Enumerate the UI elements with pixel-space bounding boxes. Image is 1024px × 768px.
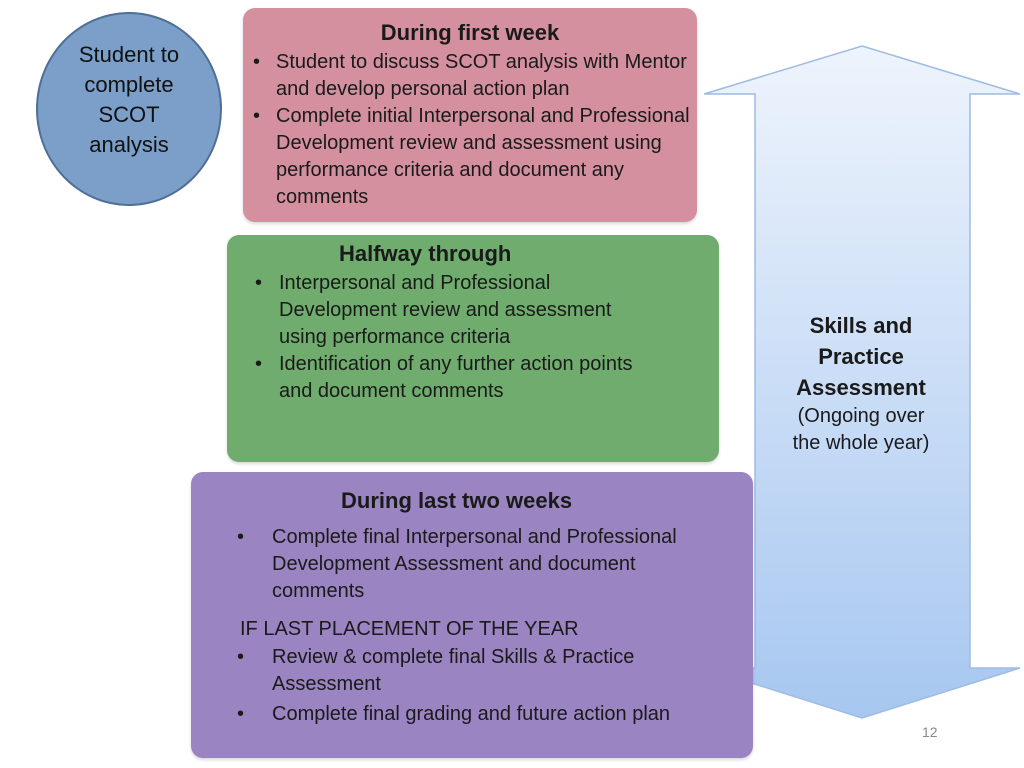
list-item: •Complete initial Interpersonal and Prof… <box>253 105 690 208</box>
bullet-icon: • <box>237 646 245 668</box>
circle-label: Student to complete SCOT analysis <box>78 42 180 157</box>
last-weeks-list: •Complete final Interpersonal and Profes… <box>237 524 707 608</box>
scot-analysis-circle: Student to complete SCOT analysis <box>36 12 222 206</box>
first-week-list: •Student to discuss SCOT analysis with M… <box>253 49 693 211</box>
arrow-label: Skills and Practice Assessment (Ongoing … <box>778 310 944 457</box>
first-week-box: During first week •Student to discuss SC… <box>243 8 697 222</box>
last-weeks-title: During last two weeks <box>341 488 573 513</box>
list-item: •Review & complete final Skills & Practi… <box>237 646 635 695</box>
last-weeks-box: During last two weeks •Complete final In… <box>191 472 753 758</box>
list-item: •Student to discuss SCOT analysis with M… <box>253 51 687 100</box>
arrow-title: Skills and Practice Assessment <box>796 313 926 400</box>
bullet-icon: • <box>237 526 245 548</box>
bullet-icon: • <box>253 105 261 127</box>
arrow-subtitle: (Ongoing over the whole year) <box>792 405 930 454</box>
bullet-icon: • <box>237 703 245 725</box>
list-item: •Identification of any further action po… <box>255 353 633 402</box>
bullet-icon: • <box>255 353 263 375</box>
list-item: •Interpersonal and Professional Developm… <box>255 272 612 348</box>
bullet-icon: • <box>253 51 261 73</box>
halfway-list: •Interpersonal and Professional Developm… <box>255 270 655 405</box>
page-number: 12 <box>922 724 938 740</box>
last-placement-note: IF LAST PLACEMENT OF THE YEAR <box>240 618 579 640</box>
list-item: •Complete final Interpersonal and Profes… <box>237 526 677 602</box>
first-week-title: During first week <box>380 20 560 45</box>
halfway-title: Halfway through <box>339 241 512 266</box>
last-placement-list: •Review & complete final Skills & Practi… <box>237 644 707 731</box>
list-item: •Complete final grading and future actio… <box>237 701 707 728</box>
bullet-icon: • <box>255 272 263 294</box>
halfway-box: Halfway through •Interpersonal and Profe… <box>227 235 719 462</box>
arrow-shape <box>703 45 1021 719</box>
